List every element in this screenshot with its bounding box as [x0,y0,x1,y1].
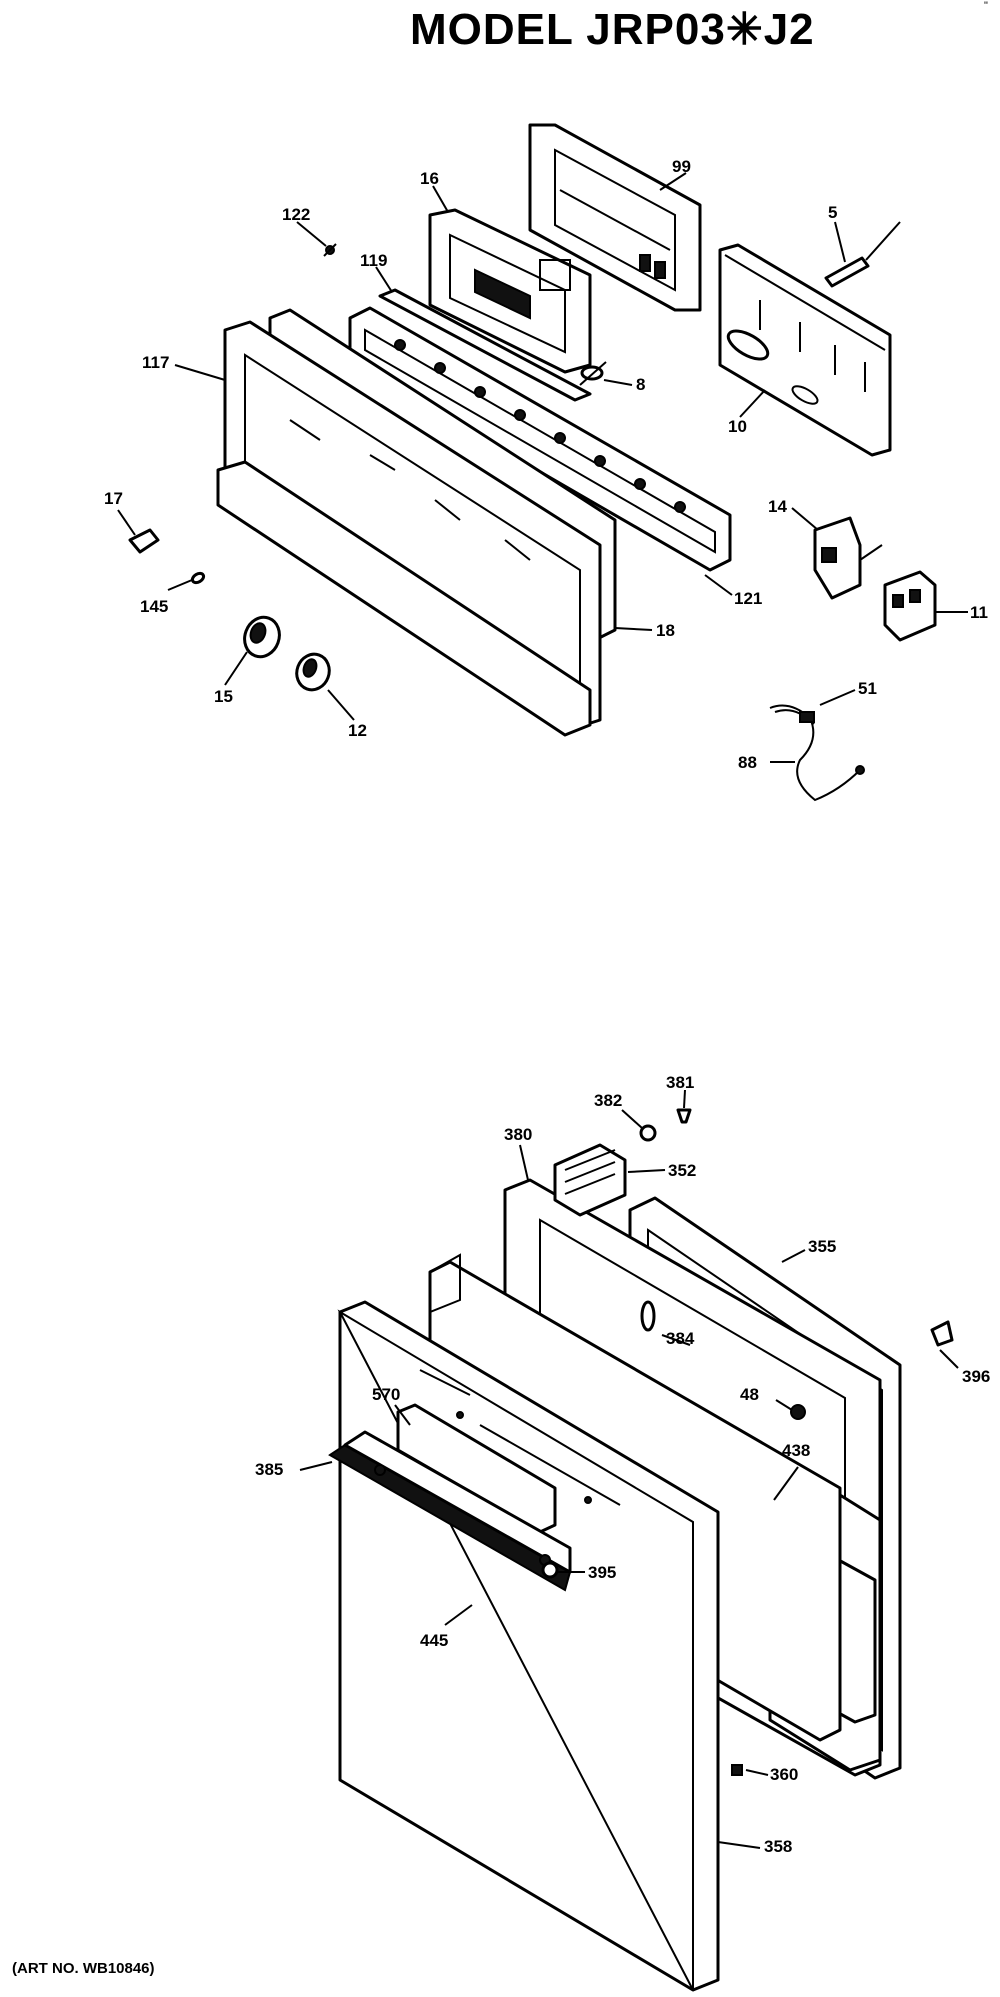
callout-121: 121 [734,589,762,608]
callout-5: 5 [828,203,837,222]
part-382-screw [639,1124,657,1142]
part-395-handle-screw [541,1561,559,1579]
callout-352: 352 [668,1161,696,1180]
part-15-knob [243,615,281,659]
callout-11: 11 [970,603,988,622]
callout-145: 145 [140,597,168,616]
part-117-front-panel [216,320,602,737]
callout-119: 119 [360,251,387,270]
callout-381: 381 [666,1073,694,1092]
callout-48: 48 [740,1385,759,1404]
callout-445: 445 [420,1631,448,1650]
control-panel-assembly [117,123,968,802]
callout-99: 99 [672,157,691,176]
oven-door-assembly [299,1089,959,1992]
callout-17: 17 [104,489,123,508]
callout-438: 438 [782,1441,810,1460]
callout-122: 122 [282,205,310,224]
part-122-screw [323,243,337,257]
model-title: MODEL JRP03✳J2 [410,5,815,54]
part-8-screw [579,361,607,386]
corner-mark: " [984,0,988,12]
part-360-clip [731,1764,743,1776]
part-11-terminal-block [883,570,937,642]
part-5-sensor [824,221,901,288]
callout-8: 8 [636,375,645,394]
callout-358: 358 [764,1837,792,1856]
callout-14: 14 [768,497,787,516]
callout-355: 355 [808,1237,836,1256]
callout-15: 15 [214,687,233,706]
part-14-relay [813,516,883,600]
part-48-screw [790,1404,806,1420]
part-51-88-wire-harness [769,704,865,802]
part-12-knob [295,652,331,692]
callout-labels: 122 16 99 5 119 117 8 10 17 14 145 121 1… [104,157,990,1856]
callout-117: 117 [142,353,169,372]
callout-18: 18 [656,621,675,640]
part-145-spring-clip [190,571,206,585]
callout-382: 382 [594,1091,622,1110]
part-121-control-board [348,306,732,572]
part-381-screw [676,1108,692,1124]
callout-360: 360 [770,1765,798,1784]
part-99-bracket [528,123,702,312]
part-119-trim-strip [378,288,592,402]
callout-88: 88 [738,753,757,772]
callout-395: 395 [588,1563,616,1582]
callout-396: 396 [962,1367,990,1386]
callout-16: 16 [420,169,439,188]
art-number: (ART NO. WB10846) [12,1960,155,1977]
part-17-knob-insert [128,528,160,554]
callout-10: 10 [728,417,747,436]
part-16-clock-housing [428,208,592,374]
callout-384: 384 [666,1329,695,1348]
callout-380-top: 380 [504,1125,532,1144]
part-384-hinge-pin [640,1300,656,1332]
callout-385: 385 [255,1460,283,1479]
callout-570: 570 [372,1385,400,1404]
callout-51: 51 [858,679,877,698]
callout-12: 12 [348,721,367,740]
part-10-switch-strip [718,243,892,457]
part-396-screw [930,1320,954,1347]
